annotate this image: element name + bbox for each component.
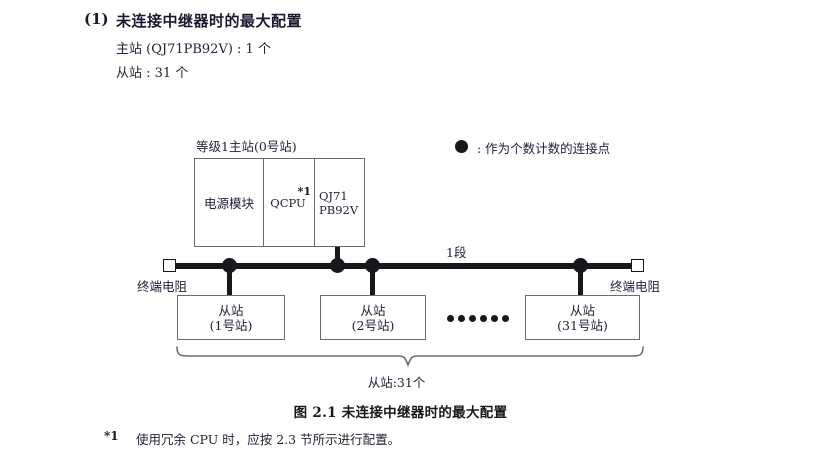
cpu-module-cell: QCPU *1	[264, 159, 315, 246]
slave-drop-line	[227, 265, 232, 296]
footnote-text: 使用冗余 CPU 时，应按 2.3 节所示进行配置。	[136, 432, 401, 447]
slave-station-box: 从站 (2号站)	[320, 295, 426, 340]
master-module-label: QJ71 PB92V	[319, 189, 358, 217]
network-trunk-line	[170, 263, 638, 269]
ellipsis-dot	[502, 314, 509, 322]
master-module-cell: QJ71 PB92V	[315, 159, 364, 246]
ellipsis-dot	[447, 314, 454, 322]
slave-group-brace	[176, 346, 644, 368]
slave-title: 从站	[218, 302, 244, 318]
section-number: (1)	[84, 10, 109, 28]
ellipsis-dot	[491, 314, 498, 322]
slave-number: (1号站)	[209, 317, 253, 333]
master-module-line1: QJ71	[319, 188, 348, 203]
ellipsis-dot	[480, 314, 487, 322]
slave-drop-line	[578, 265, 583, 296]
slave-title: 从站	[360, 302, 386, 318]
master-drop-line	[335, 247, 340, 267]
slave-title: 从站	[569, 302, 595, 318]
connection-point-dot	[330, 258, 345, 273]
master-module-line2: PB92V	[319, 202, 359, 217]
power-module-label: 电源模块	[203, 196, 254, 211]
ellipsis-dot	[469, 314, 476, 322]
filled-circle-icon	[455, 140, 468, 153]
terminator-left-label: 终端电阻	[137, 279, 188, 294]
terminator-left-icon	[163, 259, 176, 272]
terminator-right-label: 终端电阻	[610, 279, 661, 294]
slave-number: (2号站)	[351, 317, 395, 333]
ellipsis-dot	[458, 314, 465, 322]
master-rack: 电源模块 QCPU *1 QJ71 PB92V	[194, 158, 365, 247]
cpu-footnote-marker: *1	[297, 185, 311, 198]
segment-label: 1段	[446, 245, 467, 260]
slave-group-label-text: 从站:31个	[367, 375, 426, 390]
section-title: 未连接中继器时的最大配置	[116, 12, 303, 30]
slave-group-label: 从站:31个	[0, 372, 821, 391]
power-module-cell: 电源模块	[195, 159, 264, 246]
cpu-module-label: QCPU	[270, 195, 306, 210]
ellipsis-dots	[447, 314, 509, 322]
legend-label: : 作为个数计数的连接点	[477, 141, 611, 156]
spec-master-count: 主站 (QJ71PB92V) : 1 个	[116, 42, 271, 57]
slave-drop-line	[370, 265, 375, 296]
slave-station-box: 从站 (31号站)	[525, 295, 640, 340]
terminator-right-icon	[631, 259, 644, 272]
figure-caption-text: 图 2.1 未连接中继器时的最大配置	[293, 405, 508, 421]
footnote-marker: *1	[104, 429, 119, 443]
slave-number: (31号站)	[557, 317, 608, 333]
spec-slave-count: 从站 : 31 个	[116, 66, 189, 81]
master-station-label: 等级1主站(0号站)	[196, 139, 297, 154]
figure-caption: 图 2.1 未连接中继器时的最大配置	[0, 401, 821, 421]
slave-station-box: 从站 (1号站)	[177, 295, 285, 340]
